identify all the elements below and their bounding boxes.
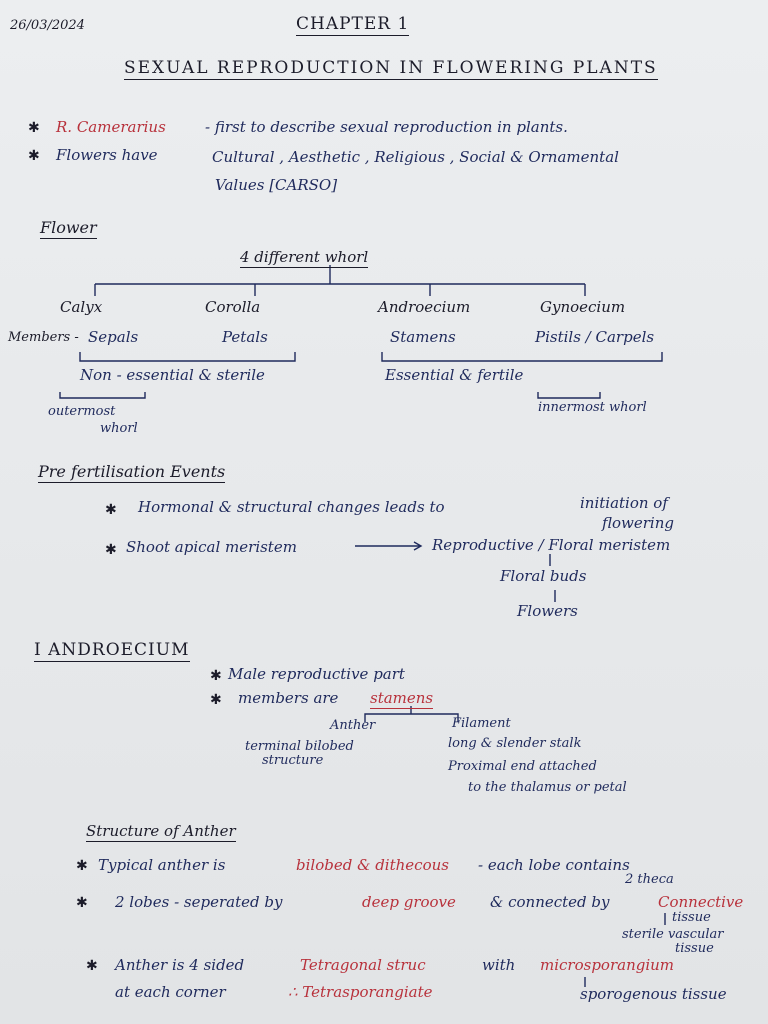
anther-text-1d: 2 theca <box>625 872 674 887</box>
bullet-star-icon: ✱ <box>105 542 117 558</box>
anther-text-4a: at each corner <box>115 983 226 1001</box>
scientist-name: R. Camerarius <box>56 118 166 136</box>
calyx-label: Calyx <box>60 298 103 316</box>
filament-desc-3: to the thalamus or petal <box>468 780 627 795</box>
anther-text-2a: 2 lobes - seperated by <box>115 893 283 911</box>
prefert-text-1b: initiation of <box>580 494 668 512</box>
essential-label: Essential & fertile <box>385 366 524 384</box>
bullet-star-icon: ✱ <box>28 120 40 136</box>
flower-heading: Flower <box>40 218 97 239</box>
floral-buds: Floral buds <box>500 567 587 585</box>
members-label: Members - <box>8 330 79 345</box>
anther-text-3a: Anther is 4 sided <box>115 956 245 974</box>
androecium-label: Androecium <box>378 298 471 316</box>
sepals-label: Sepals <box>88 328 139 346</box>
bullet-star-icon: ✱ <box>76 858 88 874</box>
flower-values: Cultural , Aesthetic , Religious , Socia… <box>212 148 619 166</box>
prefert-text-1c: flowering <box>602 514 674 532</box>
anther-text-3d: microsporangium <box>540 956 675 974</box>
corolla-label: Corolla <box>205 298 261 316</box>
anther-text-3b: Tetragonal struc <box>300 956 426 974</box>
androecium-text-1: Male reproductive part <box>228 665 405 683</box>
anther-text-4c: sporogenous tissue <box>580 985 727 1003</box>
anther-text-2g: tissue <box>675 941 714 956</box>
anther-text-2d: Connective <box>658 893 744 911</box>
prefert-text-1: Hormonal & structural changes leads to <box>138 498 445 516</box>
anther-text-1b: bilobed & dithecous <box>296 856 449 874</box>
outermost-label: outermost <box>48 404 116 419</box>
shoot-meristem: Shoot apical meristem <box>126 538 297 556</box>
bullet-star-icon: ✱ <box>210 668 222 684</box>
bullet-star-icon: ✱ <box>28 148 40 164</box>
floral-meristem: Reproductive / Floral meristem <box>432 536 671 554</box>
page-title: SEXUAL REPRODUCTION IN FLOWERING PLANTS <box>124 58 658 80</box>
bullet-star-icon: ✱ <box>86 958 98 974</box>
anther-text-2c: & connected by <box>490 893 610 911</box>
chapter-heading: CHAPTER 1 <box>296 14 410 36</box>
outermost-label-2: whorl <box>100 421 138 436</box>
intro-text-1: - first to describe sexual reproduction … <box>205 118 568 136</box>
prefert-heading: Pre fertilisation Events <box>38 462 226 483</box>
flower-values-2: Values [CARSO] <box>215 176 338 194</box>
filament-label: Filament <box>452 716 511 731</box>
anther-label: Anther <box>330 718 376 733</box>
bullet-star-icon: ✱ <box>76 895 88 911</box>
anther-text-2b: deep groove <box>362 893 456 911</box>
petals-label: Petals <box>222 328 268 346</box>
intro-text-2: Flowers have <box>56 146 158 164</box>
bullet-star-icon: ✱ <box>105 502 117 518</box>
stamens-highlight: stamens <box>370 689 434 709</box>
anther-text-3c: with <box>482 956 516 974</box>
androecium-heading: I ANDROECIUM <box>34 640 190 662</box>
gynoecium-label: Gynoecium <box>540 298 626 316</box>
filament-desc: long & slender stalk <box>448 736 582 751</box>
bullet-star-icon: ✱ <box>210 692 222 708</box>
stamens-label: Stamens <box>390 328 456 346</box>
pistils-label: Pistils / Carpels <box>535 328 655 346</box>
nonessential-label: Non - essential & sterile <box>80 366 265 384</box>
anther-heading: Structure of Anther <box>86 822 236 842</box>
flowers: Flowers <box>517 602 578 620</box>
filament-desc-2: Proximal end attached <box>448 759 597 774</box>
anther-desc: terminal bilobed <box>245 739 354 754</box>
anther-desc-2: structure <box>262 753 324 768</box>
anther-text-2f: sterile vascular <box>622 927 724 942</box>
anther-text-1a: Typical anther is <box>98 856 226 874</box>
anther-text-4b: ∴ Tetrasporangiate <box>288 983 433 1001</box>
whorl-label: 4 different whorl <box>240 248 369 268</box>
date: 26/03/2024 <box>10 18 85 33</box>
androecium-text-2: members are <box>238 689 339 707</box>
anther-text-2e: tissue <box>672 910 711 925</box>
innermost-label: innermost whorl <box>538 400 647 415</box>
anther-text-1c: - each lobe contains <box>478 856 630 874</box>
